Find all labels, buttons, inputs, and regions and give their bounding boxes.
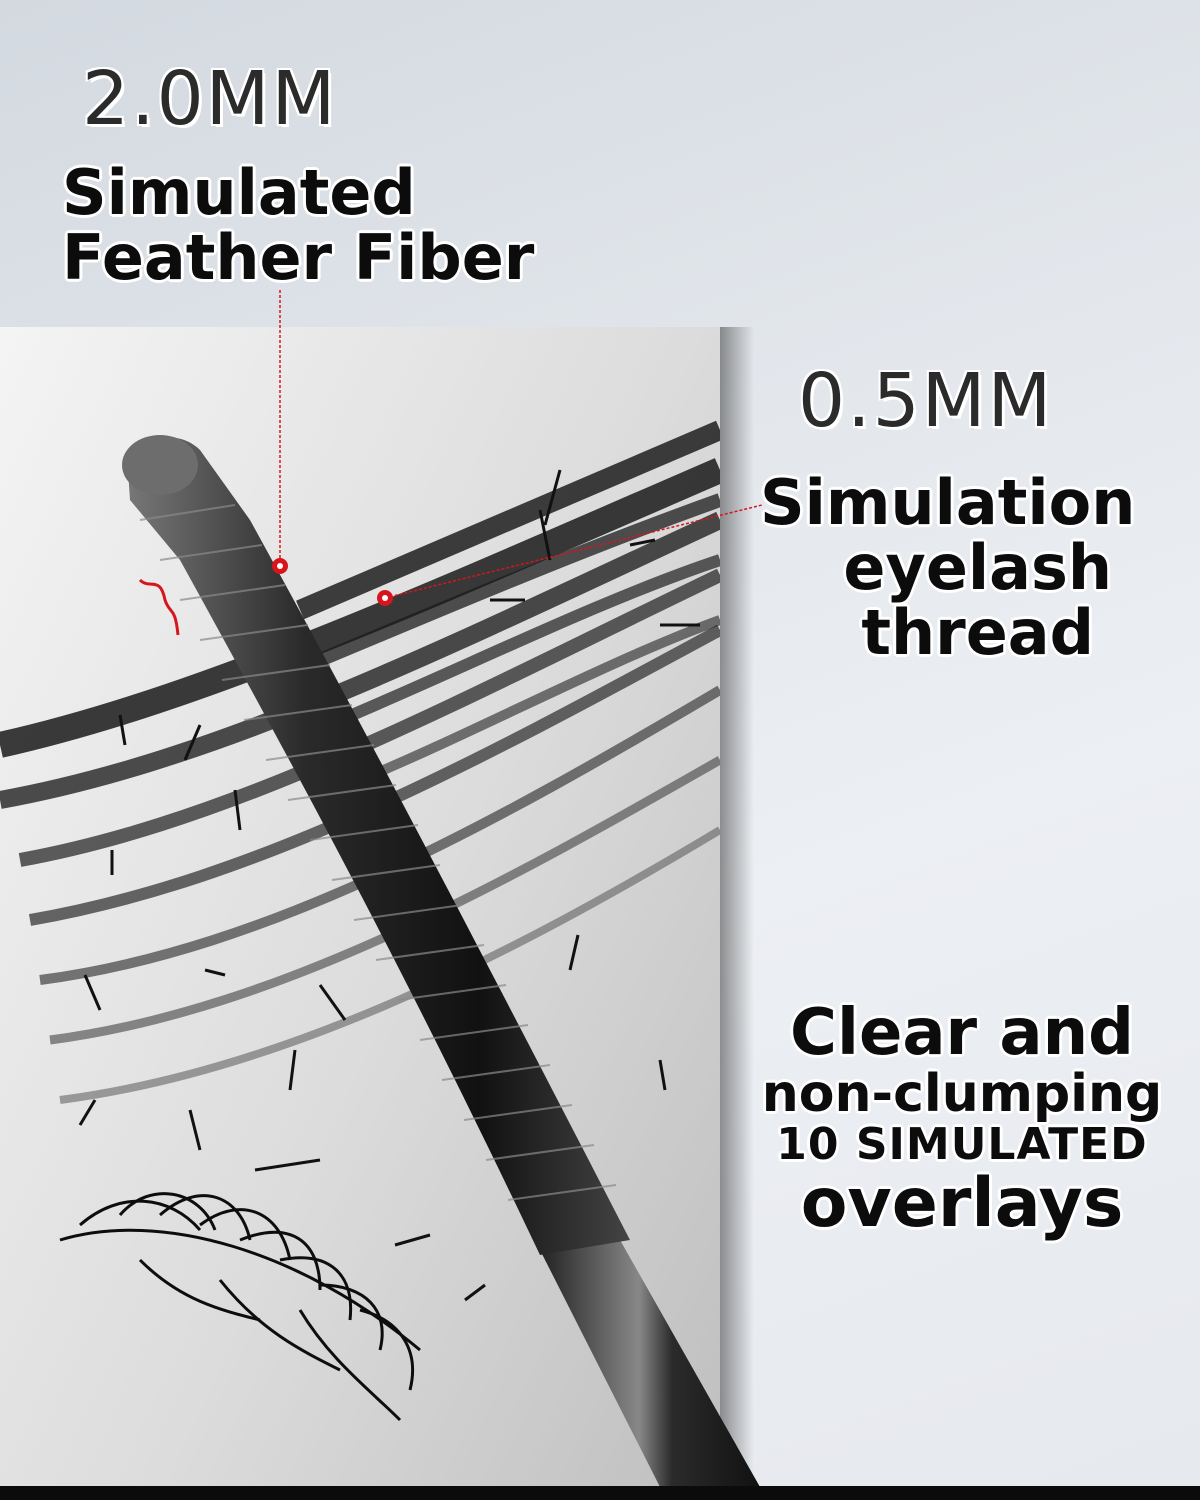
wand-stem <box>540 1240 760 1487</box>
feather-fiber-size: 2.0MM <box>82 56 338 142</box>
eyelash-thread-label: Simulation eyelash thread <box>760 470 1135 665</box>
wand-brush <box>128 437 630 1255</box>
feather-fiber-line2: Feather Fiber <box>62 221 535 295</box>
wand-tip <box>122 435 198 495</box>
effect-line4: overlays <box>800 1163 1124 1243</box>
false-lash-strip <box>59 1192 421 1422</box>
wand-ridges <box>139 504 617 1201</box>
panel-shadow <box>720 327 754 1487</box>
wavy-fiber-marker <box>138 578 180 636</box>
effect-line1: Clear and <box>790 996 1134 1070</box>
feather-fiber-line1: Simulated <box>62 156 416 229</box>
feather-fiber-label: Simulated Feather Fiber <box>62 160 534 290</box>
eyelash-thread-line1: Simulation <box>760 466 1136 539</box>
effect-line3: 10 SIMULATED <box>776 1118 1148 1170</box>
callout-pointers <box>138 290 763 636</box>
eyelash-thread-line2: eyelash <box>843 531 1113 605</box>
loose-fibers <box>78 469 700 1302</box>
mascara-wand <box>122 435 760 1487</box>
effect-line2: non-clumping <box>761 1064 1163 1125</box>
eyelash-thread-line3: thread <box>861 596 1094 670</box>
effect-label: Clear and non-clumping 10 SIMULATED over… <box>752 996 1172 1243</box>
bottom-bar <box>0 1486 1200 1500</box>
eyelash-thread-size: 0.5MM <box>798 358 1054 444</box>
